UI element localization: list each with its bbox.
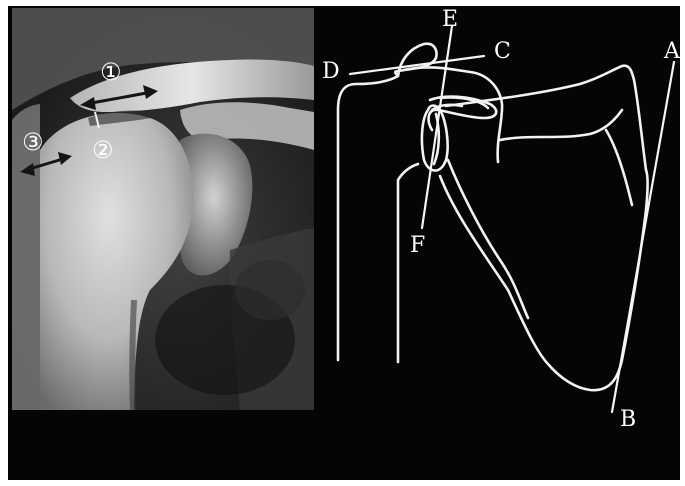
marker-3: ③ — [22, 128, 44, 156]
label-E: E — [442, 7, 458, 32]
marker-2: ② — [92, 136, 114, 164]
marker-1: ① — [100, 58, 122, 86]
humeral-shaft-edge — [132, 300, 134, 410]
label-B: B — [620, 407, 636, 432]
lung-shadow-2 — [235, 260, 305, 320]
label-D: D — [322, 59, 340, 84]
label-A: A — [663, 39, 681, 64]
xray-panel — [12, 8, 314, 410]
xray-bottom-strip — [12, 410, 314, 476]
label-C: C — [494, 39, 511, 64]
label-F: F — [410, 233, 425, 258]
